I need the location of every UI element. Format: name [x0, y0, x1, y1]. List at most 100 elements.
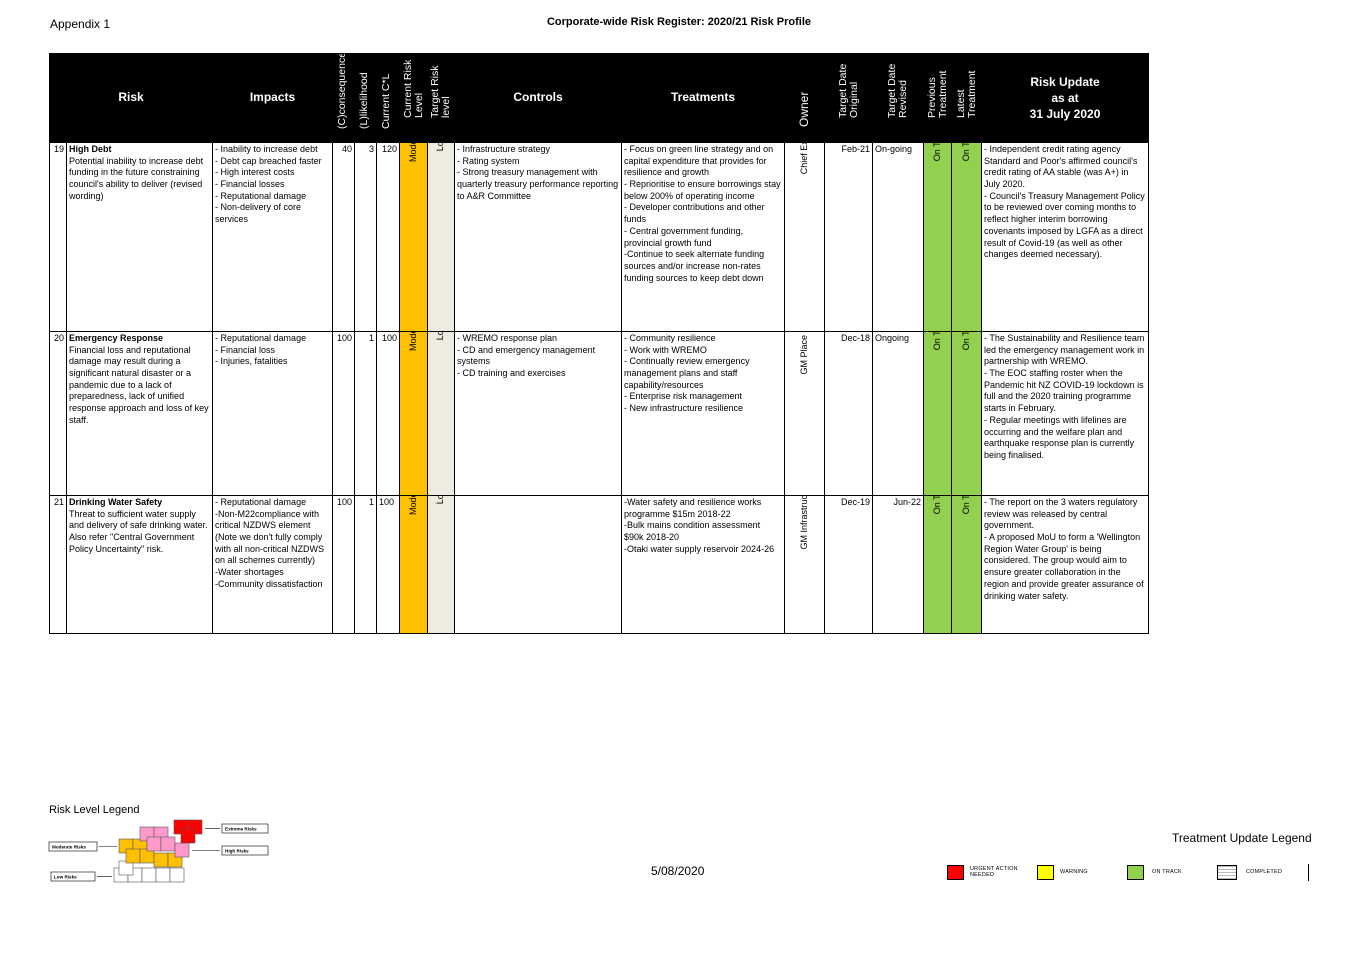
high-risk-block	[146, 836, 162, 852]
risk-title: High Debt	[69, 144, 112, 154]
legend-completed: COMPLETED	[1217, 864, 1307, 881]
col-impacts: Impacts	[212, 53, 334, 143]
col-update-l1: Risk Update	[1030, 74, 1100, 89]
risk-update-text: - The report on the 3 waters regulatory …	[984, 497, 1144, 601]
target-risk-level: Low	[435, 495, 446, 505]
current-risk-level: Moderate	[407, 331, 418, 352]
col-likelihood: (L)likelihood	[354, 53, 378, 143]
col-risk-update: Risk Update as at 31 July 2020	[981, 53, 1150, 143]
warning-swatch	[1037, 865, 1054, 880]
controls-cell	[454, 495, 623, 634]
high-risk-block	[174, 842, 190, 858]
col-target-revised-l2: Revised	[897, 80, 910, 118]
target-risk-level: Low	[435, 331, 446, 341]
controls-cell: - Infrastructure strategy - Rating syste…	[454, 142, 623, 332]
col-current-risk-level-l1: Current Risk	[401, 59, 414, 118]
risk-update-cell: - The report on the 3 waters regulatory …	[981, 495, 1150, 634]
risk-level-legend-graphic: Extreme Risks High Risks Moderate Risks …	[48, 819, 269, 883]
controls-text: - Infrastructure strategy - Rating syste…	[457, 144, 619, 201]
owner-cell: GM Infrastructure Services	[784, 495, 826, 634]
low-risks-label-box	[50, 871, 96, 882]
treatments-text: - Community resilience - Work with WREMO…	[624, 333, 750, 414]
likelihood-value: 1	[354, 495, 378, 634]
completed-swatch	[1217, 865, 1237, 880]
target-risk-level: Low	[435, 142, 446, 152]
risk-update-cell: - The Sustainability and Resilience team…	[981, 331, 1150, 496]
target-date-revised: Jun-22	[872, 495, 925, 634]
col-current-cl: Current C*L	[376, 53, 401, 143]
high-risks-label-box	[221, 845, 269, 856]
target-date-original: Dec-18	[824, 331, 874, 496]
legend-on-track: ON TRACK	[1127, 864, 1217, 881]
risk-id: 21	[49, 495, 67, 634]
table-row: 21 Drinking Water Safety Threat to suffi…	[49, 495, 1150, 634]
owner-cell: Chief Executive	[784, 142, 826, 332]
col-target-original-l2: Original	[847, 81, 860, 118]
treatments-cell: - Focus on green line strategy and on ca…	[621, 142, 786, 332]
owner-value: GM Place and Space	[798, 331, 809, 375]
col-owner: Owner	[784, 53, 826, 143]
risk-id: 19	[49, 142, 67, 332]
col-controls: Controls	[454, 53, 623, 143]
extreme-risks-label: Extreme Risks	[225, 827, 257, 832]
moderate-risk-block	[125, 848, 141, 864]
treatments-cell: -Water safety and resilience works progr…	[621, 495, 786, 634]
col-risk: Risk	[48, 53, 214, 143]
table-row: 19 High Debt Potential inability to incr…	[49, 142, 1150, 332]
treatments-text: - Focus on green line strategy and on ca…	[624, 144, 781, 283]
on-track-swatch	[1127, 865, 1144, 880]
risk-description: Financial loss and reputational damage m…	[69, 344, 209, 425]
previous-treatment-cell: On Track	[923, 331, 953, 496]
urgent-swatch	[947, 865, 964, 880]
low-risks-label: Low Risks	[54, 875, 77, 880]
urgent-label: URGENT ACTION NEEDED	[970, 866, 1018, 878]
risk-update-text: - Independent credit rating agency Stand…	[984, 144, 1145, 260]
moderate-risks-label-box	[48, 841, 98, 852]
extreme-risks-label-box	[221, 823, 269, 834]
impacts-cell: - Reputational damage - Financial loss -…	[212, 331, 334, 496]
risk-description: Threat to sufficient water supply and de…	[69, 508, 208, 554]
current-risk-level: Moderate	[407, 495, 418, 516]
risk-cell: High Debt Potential inability to increas…	[65, 142, 214, 332]
previous-treatment-status: On Track	[931, 331, 942, 351]
current-cl-value: 100	[376, 331, 401, 496]
previous-treatment-status: On Track	[931, 495, 942, 515]
risk-description: Potential inability to increase debt fun…	[69, 155, 204, 201]
risk-legend-title: Risk Level Legend	[49, 804, 140, 816]
impacts-cell: - Inability to increase debt - Debt cap …	[212, 142, 334, 332]
likelihood-value: 3	[354, 142, 378, 332]
current-risk-level-cell: Moderate	[399, 331, 429, 496]
treatments-cell: - Community resilience - Work with WREMO…	[621, 331, 786, 496]
target-risk-level-cell: Low	[427, 331, 456, 496]
risk-title: Emergency Response	[69, 333, 164, 343]
completed-label: COMPLETED	[1246, 868, 1283, 875]
high-risk-block	[160, 836, 176, 852]
controls-cell: - WREMO response plan - CD and emergency…	[454, 331, 623, 496]
low-risk-block	[155, 867, 171, 883]
impacts-cell: - Reputational damage -Non-M22compliance…	[212, 495, 334, 634]
treatment-update-legend: URGENT ACTION NEEDED WARNING ON TRACK CO…	[947, 864, 1309, 881]
on-track-label: ON TRACK	[1152, 868, 1182, 875]
target-date-revised: On-going	[872, 142, 925, 332]
current-cl-value: 100	[376, 495, 401, 634]
latest-treatment-cell: On Track	[951, 495, 983, 634]
col-update-l2: as at	[1051, 90, 1079, 105]
treatments-text: -Water safety and resilience works progr…	[624, 497, 775, 554]
col-previous-l2: Treatment	[936, 70, 949, 118]
appendix-label: Appendix 1	[50, 17, 111, 31]
extreme-risk-block	[180, 828, 196, 844]
latest-treatment-cell: On Track	[951, 142, 983, 332]
col-treatments: Treatments	[621, 53, 786, 143]
previous-treatment-cell: On Track	[923, 495, 953, 634]
impacts-text: - Reputational damage -Non-M22compliance…	[215, 497, 325, 589]
page-title: Corporate-wide Risk Register: 2020/21 Ri…	[546, 16, 812, 28]
target-date-original: Dec-19	[824, 495, 874, 634]
risk-id: 20	[49, 331, 67, 496]
latest-treatment-status: On Track	[960, 495, 971, 515]
table-header-row: Risk Impacts (C)consequence (L)likelihoo…	[48, 53, 1150, 143]
col-previous-l1: Previous	[925, 77, 938, 118]
